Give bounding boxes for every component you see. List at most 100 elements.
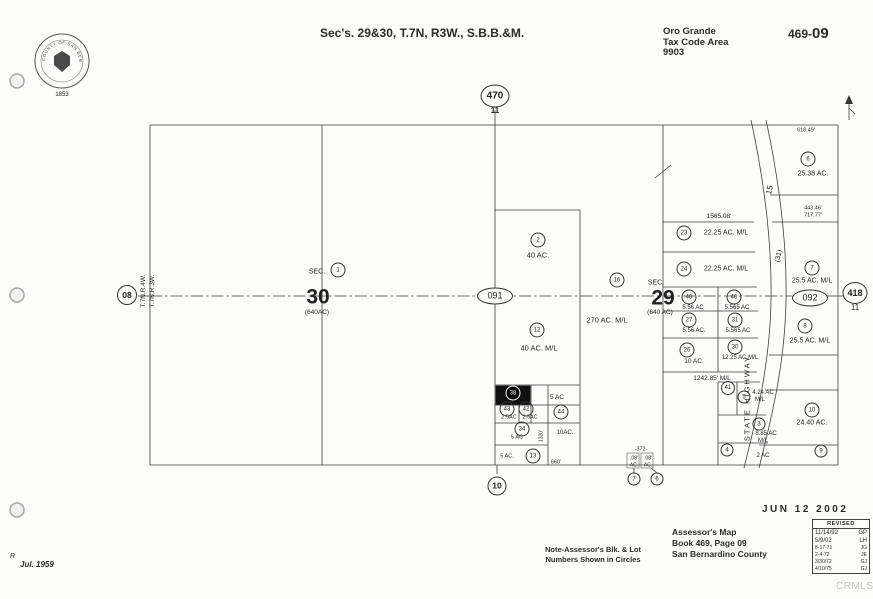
map-label: 25.5 AC. M/L [789, 337, 831, 345]
tick-connectors [138, 110, 845, 474]
parcel-circle-24: 24 [676, 261, 692, 277]
parcel-circle-4: 4 [720, 443, 734, 457]
tax-code-area-block: Oro Grande Tax Code Area 9903 [663, 26, 729, 59]
parcel-circle-40: 40 [726, 289, 742, 305]
map-label: (640 AC) [647, 308, 673, 316]
parcel-circle-38: 38 [505, 385, 521, 401]
map-label: (640AC) [304, 308, 330, 316]
adjacent-page-left-circle: 08 [117, 285, 137, 305]
map-label: 10 AC. [684, 357, 704, 365]
parcel-circle-30: 30 [727, 339, 743, 355]
map-label: M/L [757, 438, 769, 444]
map-label: 40 AC. M/L [520, 343, 558, 353]
revision-initials: GP [858, 530, 867, 536]
assessor-map-title-block: Assessor's Map Book 469, Page 09 San Ber… [672, 527, 767, 560]
map-label: 660' [550, 459, 562, 466]
map-label: 5.56 AC [682, 305, 704, 311]
adjacent-page-top-circle: 470 [480, 84, 510, 108]
map-label: 5.56 AC. [682, 328, 706, 334]
parcel-circle-7: 7 [804, 260, 820, 276]
parcel-circle-1: 1 [330, 262, 346, 278]
parcel-circle-6: 6 [650, 472, 664, 486]
revision-row: 11/14/92 GP [813, 529, 869, 537]
map-label: 40 AC. [526, 250, 550, 260]
tax-area-code: 9903 [663, 47, 685, 58]
parcel-circle-41: 41 [721, 381, 735, 395]
map-label: 4.24 AC [752, 390, 774, 396]
parcel-circle-3: 3 [752, 417, 766, 431]
map-label: 2.5AC [522, 414, 538, 421]
parcel-circle-7: 7 [627, 472, 641, 486]
parcel-circle-13: 13 [525, 448, 541, 464]
map-label: -372- [634, 446, 648, 453]
revision-initials: GJ [860, 559, 867, 565]
map-label: AC. [643, 462, 653, 469]
parcel-circle-2: 2 [530, 232, 546, 248]
parcel-circle-10: 10 [804, 402, 820, 418]
map-label: 10AC. [556, 430, 574, 436]
handwritten-mark: R [10, 553, 16, 560]
page-number: 09 [812, 25, 829, 42]
map-label: 5 AC [549, 393, 565, 401]
date-stamp: JUN 12 2002 [762, 504, 849, 515]
map-label: 24.40 AC. [796, 419, 828, 427]
parcel-circle-6: 6 [800, 151, 816, 167]
revision-initials: GJ [860, 565, 867, 572]
note-line-1: Note-Assessor's Blk. & Lot [545, 545, 641, 554]
map-label: 25.5 AC. M/L [791, 277, 833, 285]
parcel-circle-44: 44 [553, 404, 569, 420]
map-label: 270 AC. M/L [586, 315, 628, 325]
hole-punch [9, 287, 25, 303]
section-30-number: 30 [306, 285, 330, 309]
parcel-circle-5: 5 [737, 390, 751, 404]
map-flag-092: 092 [792, 289, 828, 307]
map-label: 15 [764, 184, 775, 196]
crmls-watermark: CRMLS [836, 581, 873, 592]
parcel-circle-42: 42 [518, 401, 534, 417]
map-title-line-2: Book 469, Page 09 [672, 538, 747, 548]
map-label: 1242.85' M/L [693, 374, 731, 382]
revision-date: 2-4-72 [815, 552, 830, 559]
map-label: 2.5AC [501, 414, 517, 421]
north-arrow-icon [845, 95, 856, 120]
parcel-circle-23: 23 [676, 225, 692, 241]
parcel-circle-9: 9 [814, 444, 828, 458]
map-label: 22.25 AC. M/L [703, 265, 749, 273]
revision-date: 3/30/72 [815, 559, 832, 565]
adjacent-book-right-page: 11 [850, 303, 860, 312]
map-label: SEC. [308, 268, 326, 276]
map-title-line-1: Assessor's Map [672, 527, 737, 537]
map-label: 5.565 AC [724, 305, 750, 311]
book-number: 469- [788, 27, 813, 41]
revision-date: 11/14/92 [815, 530, 838, 536]
revision-title: REVISED [813, 520, 869, 529]
map-label: 8.85 AC [755, 431, 777, 437]
book-page-number: 469-09 [788, 25, 829, 42]
map-label: 5 AC. [500, 453, 514, 460]
revision-date: 8-17-71 [815, 545, 833, 552]
map-title-line-3: San Bernardino County [672, 549, 767, 559]
seal-emblem-icon [54, 51, 70, 72]
section-boundary-lines [149, 124, 839, 466]
map-created-date: Jul. 1959 [20, 560, 54, 569]
map-label: 2 AC [756, 453, 770, 459]
parcel-circle-27: 27 [681, 312, 697, 328]
map-label: 12.25 AC.M/L [721, 355, 759, 361]
map-label: .08' [644, 455, 652, 462]
assessor-note: Note-Assessor's Blk. & Lot Numbers Shown… [536, 545, 650, 565]
parcel-circle-34: 34 [514, 421, 530, 437]
parcel-circle-31: 31 [727, 312, 743, 328]
map-label: AC. [629, 462, 639, 469]
note-line-2: Numbers Shown in Circles [545, 555, 641, 564]
parcel-circle-12: 12 [529, 322, 545, 338]
tax-area-label: Tax Code Area [663, 36, 729, 48]
